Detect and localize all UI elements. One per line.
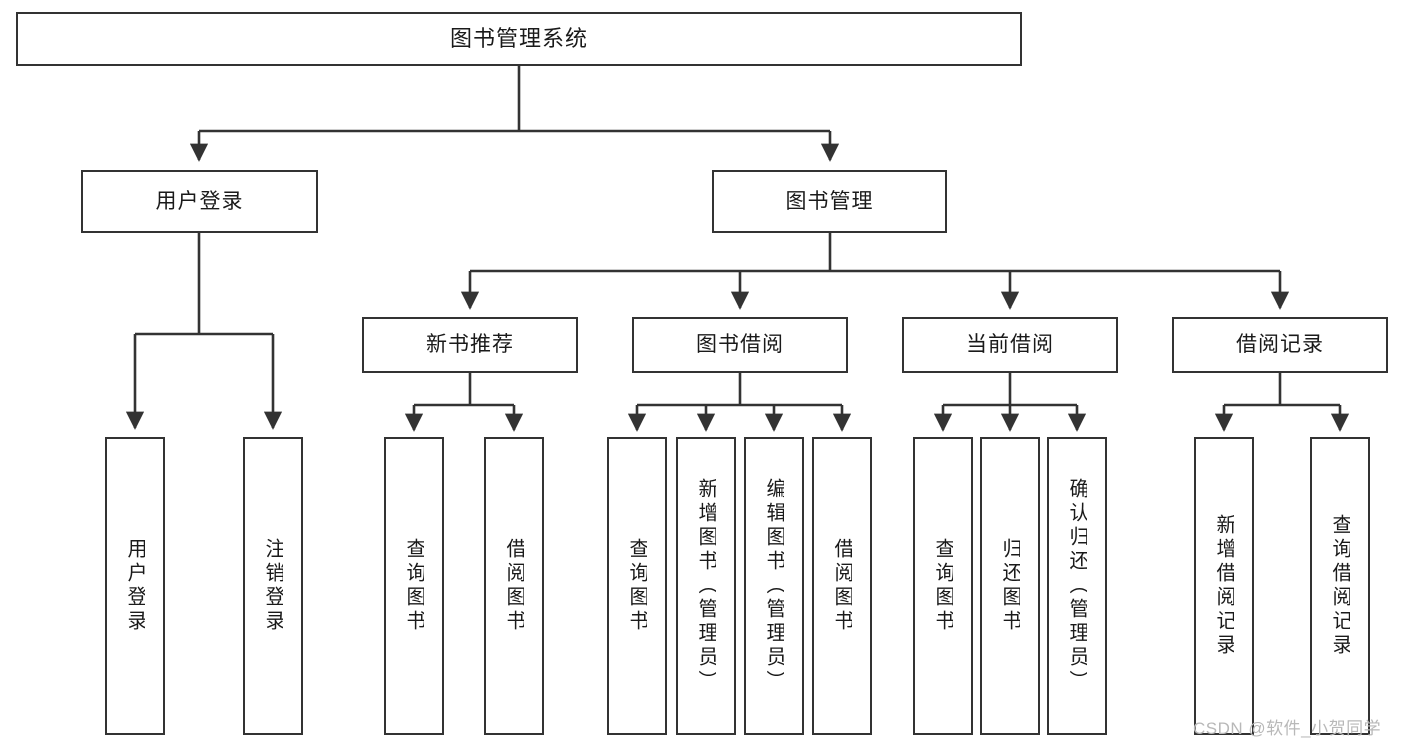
node-borrow-record[interactable]: 借阅记录	[1172, 317, 1388, 373]
node-leaf-borrow-book-1[interactable]: 借阅图书	[484, 437, 544, 735]
node-label: 查询借阅记录	[1330, 514, 1350, 658]
node-label: 新增图书（管理员）	[696, 478, 716, 694]
node-label: 借阅图书	[832, 538, 852, 634]
node-label: 用户登录	[155, 189, 244, 213]
node-label: 借阅记录	[1236, 333, 1324, 357]
node-book-borrow[interactable]: 图书借阅	[632, 317, 848, 373]
node-leaf-confirm-return[interactable]: 确认归还（管理员）	[1047, 437, 1107, 735]
node-leaf-query-book-3[interactable]: 查询图书	[913, 437, 973, 735]
node-label: 查询图书	[404, 538, 424, 634]
node-label: 图书管理系统	[449, 25, 588, 51]
node-leaf-edit-book[interactable]: 编辑图书（管理员）	[744, 437, 804, 735]
node-leaf-query-book-2[interactable]: 查询图书	[607, 437, 667, 735]
node-label: 查询图书	[627, 538, 647, 634]
node-label: 当前借阅	[966, 333, 1054, 357]
node-user-login[interactable]: 用户登录	[81, 170, 318, 233]
node-label: 图书管理	[785, 189, 874, 213]
node-label: 归还图书	[1000, 538, 1020, 634]
node-label: 编辑图书（管理员）	[764, 478, 784, 694]
node-leaf-add-book[interactable]: 新增图书（管理员）	[676, 437, 736, 735]
node-book-manage[interactable]: 图书管理	[712, 170, 947, 233]
watermark: CSDN @软件_小贺同学	[1193, 719, 1382, 738]
node-leaf-add-record[interactable]: 新增借阅记录	[1194, 437, 1254, 735]
node-current-borrow[interactable]: 当前借阅	[902, 317, 1118, 373]
node-label: 用户登录	[125, 538, 145, 634]
node-label: 新增借阅记录	[1214, 514, 1234, 658]
node-leaf-query-record[interactable]: 查询借阅记录	[1310, 437, 1370, 735]
node-label: 注销登录	[263, 538, 283, 634]
node-leaf-query-book-1[interactable]: 查询图书	[384, 437, 444, 735]
node-label: 确认归还（管理员）	[1067, 478, 1087, 694]
node-leaf-borrow-book-2[interactable]: 借阅图书	[812, 437, 872, 735]
node-leaf-user-login[interactable]: 用户登录	[105, 437, 165, 735]
node-label: 查询图书	[933, 538, 953, 634]
node-leaf-return-book[interactable]: 归还图书	[980, 437, 1040, 735]
node-label: 图书借阅	[696, 333, 784, 357]
node-leaf-logout[interactable]: 注销登录	[243, 437, 303, 735]
node-label: 借阅图书	[504, 538, 524, 634]
node-root[interactable]: 图书管理系统	[16, 12, 1022, 66]
node-label: 新书推荐	[426, 333, 514, 357]
node-new-book-recommend[interactable]: 新书推荐	[362, 317, 578, 373]
